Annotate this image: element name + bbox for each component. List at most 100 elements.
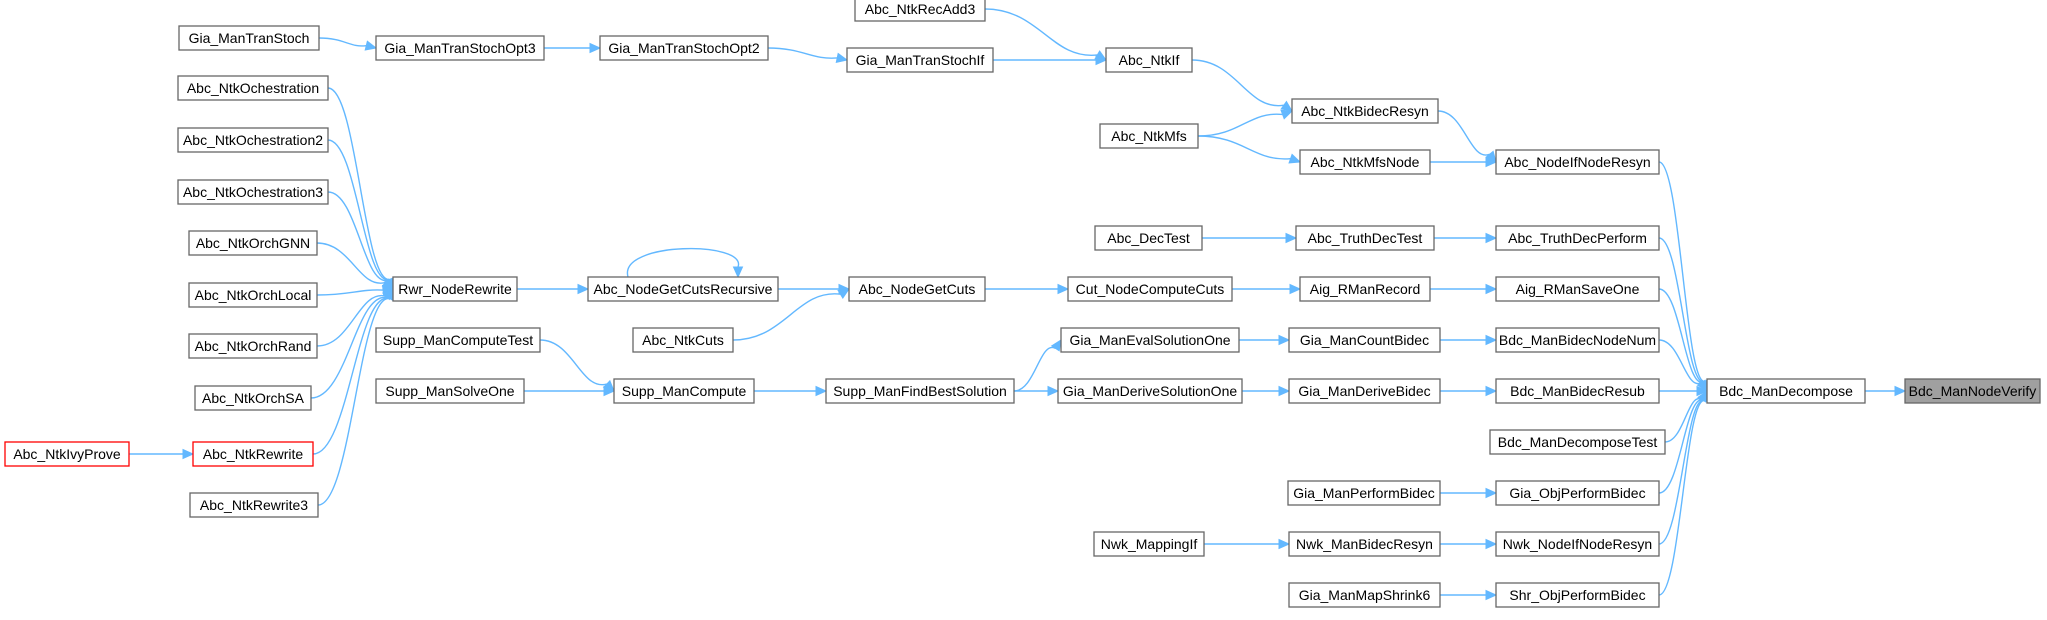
node-supp-mancomputetest[interactable]: Supp_ManComputeTest [375,327,541,353]
node-nwk-nodeifnoderesyn[interactable]: Nwk_NodeIfNodeResyn [1495,531,1660,557]
edge-nwk-manbidecresyn-to-nwk-nodeifnoderesyn [1440,538,1498,550]
edge-arrowhead [1485,232,1498,244]
node-gia-manperformbidec[interactable]: Gia_ManPerformBidec [1287,480,1441,506]
node-label: Gia_ManDeriveSolutionOne [1063,383,1238,399]
node-abc-ntkrecadd3[interactable]: Abc_NtkRecAdd3 [854,0,986,22]
node-nwk-mappingif[interactable]: Nwk_MappingIf [1093,531,1205,557]
edge-line [627,247,739,278]
node-abc-ntkif[interactable]: Abc_NtkIf [1105,47,1193,73]
node-abc-ntkivyprove[interactable]: Abc_NtkIvyProve [4,441,130,467]
node-gia-manderivesolutionone[interactable]: Gia_ManDeriveSolutionOne [1057,378,1243,404]
node-abc-ntkochestration2[interactable]: Abc_NtkOchestration2 [177,127,329,153]
edge-gia-mantranstochopt3-to-gia-mantranstochopt2 [543,42,602,54]
node-label: Supp_ManSolveOne [385,383,514,399]
node-label: Gia_ManCountBidec [1300,332,1429,348]
edge-line [316,289,384,296]
edge-nwk-nodeifnoderesyn-to-bdc-mandecompose [1658,389,1710,545]
node-abc-ntkorchgnn[interactable]: Abc_NtkOrchGNN [188,230,318,256]
node-gia-manmapshrink6[interactable]: Gia_ManMapShrink6 [1288,582,1441,608]
node-label: Supp_ManCompute [622,383,747,399]
node-abc-dectest[interactable]: Abc_DecTest [1094,225,1203,251]
node-supp-mansolveone[interactable]: Supp_ManSolveOne [375,378,525,404]
node-shr-objperformbidec[interactable]: Shr_ObjPerformBidec [1495,582,1660,608]
node-label: Abc_NtkOrchRand [195,338,312,354]
node-label: Abc_DecTest [1107,230,1190,246]
node-abc-truthdecperform[interactable]: Abc_TruthDecPerform [1495,225,1660,251]
edge-line [316,242,386,284]
node-label: Abc_NtkRewrite [203,446,304,462]
node-bdc-mannodeverify[interactable]: Bdc_ManNodeVerify [1904,378,2041,404]
node-abc-ntkochestration[interactable]: Abc_NtkOchestration [177,75,329,101]
node-label: Aig_RManSaveOne [1516,281,1640,297]
node-abc-ntkrewrite[interactable]: Abc_NtkRewrite [192,441,314,467]
node-label: Nwk_NodeIfNodeResyn [1503,536,1652,552]
node-box [1291,98,1439,124]
node-aig-rmanrecord[interactable]: Aig_RManRecord [1299,276,1431,302]
node-label: Aig_RManRecord [1310,281,1421,297]
node-box [1495,480,1660,506]
node-gia-mantranstochopt3[interactable]: Gia_ManTranStochOpt3 [375,35,545,61]
node-abc-nodeifnoderesyn[interactable]: Abc_NodeIfNodeResyn [1495,149,1660,175]
node-box [1067,276,1233,302]
node-box [825,378,1015,404]
edge-arrowhead [1485,538,1498,550]
node-box [854,0,986,22]
node-abc-nodegetcuts[interactable]: Abc_NodeGetCuts [848,276,986,302]
node-bdc-manbidecnodenum[interactable]: Bdc_ManBidecNodeNum [1495,327,1660,353]
node-bdc-mandecomposetest[interactable]: Bdc_ManDecomposeTest [1489,429,1666,455]
node-gia-objperformbidec[interactable]: Gia_ObjPerformBidec [1495,480,1660,506]
node-abc-ntkorchsa[interactable]: Abc_NtkOrchSA [194,385,312,411]
node-abc-ntkbidecresyn[interactable]: Abc_NtkBidecResyn [1291,98,1439,124]
node-label: Abc_NodeGetCutsRecursive [594,281,773,297]
edge-arrowhead [1285,232,1298,244]
node-gia-mantranstochif[interactable]: Gia_ManTranStochIf [846,47,994,73]
node-bdc-mandecompose[interactable]: Bdc_ManDecompose [1706,378,1866,404]
node-rwr-noderewrite[interactable]: Rwr_NodeRewrite [392,276,518,302]
node-gia-mantranstochopt2[interactable]: Gia_ManTranStochOpt2 [599,35,769,61]
node-label: Gia_ObjPerformBidec [1509,485,1645,501]
node-abc-truthdectest[interactable]: Abc_TruthDecTest [1295,225,1435,251]
edge-shr-objperformbidec-to-bdc-mandecompose [1658,389,1711,596]
node-abc-ntkmfs[interactable]: Abc_NtkMfs [1099,123,1199,149]
node-abc-ntkorchrand[interactable]: Abc_NtkOrchRand [188,333,318,359]
edge-abc-dectest-to-abc-truthdectest [1201,232,1298,244]
node-abc-nodegetcutsrecursive[interactable]: Abc_NodeGetCutsRecursive [587,276,779,302]
edge-abc-nodegetcuts-to-cut-nodecomputecuts [985,283,1070,295]
edge-line [327,139,391,281]
node-supp-mancompute[interactable]: Supp_ManCompute [613,378,755,404]
node-box [846,47,994,73]
edge-abc-ntkbidecresyn-to-abc-nodeifnoderesyn [1437,110,1497,163]
edge-line [1658,399,1705,494]
node-abc-ntkcuts[interactable]: Abc_NtkCuts [632,327,734,353]
node-box [613,378,755,404]
edge-arrowhead [182,448,195,460]
node-aig-rmansaveone[interactable]: Aig_RManSaveOne [1495,276,1660,302]
edge-line [318,37,367,47]
node-gia-mantranstoch[interactable]: Gia_ManTranStoch [178,25,320,51]
edge-abc-ntkrecadd3-to-abc-ntkif [984,8,1108,61]
node-supp-manfindbestsolution[interactable]: Supp_ManFindBestSolution [825,378,1015,404]
edge-rwr-noderewrite-to-abc-nodegetcutsrecursive [517,283,590,295]
node-nwk-manbidecresyn[interactable]: Nwk_ManBidecResyn [1288,531,1441,557]
edge-line [1191,59,1284,107]
node-gia-manevalsolutionone[interactable]: Gia_ManEvalSolutionOne [1060,327,1240,353]
edge-layer [128,8,1907,601]
node-gia-manderivebidec[interactable]: Gia_ManDeriveBidec [1288,378,1441,404]
node-bdc-manbidecresub[interactable]: Bdc_ManBidecResub [1495,378,1660,404]
edge-line [1664,397,1703,443]
edge-line [1658,288,1705,383]
node-cut-nodecomputecuts[interactable]: Cut_NodeComputeCuts [1067,276,1233,302]
edge-cut-nodecomputecuts-to-aig-rmanrecord [1232,283,1302,295]
node-gia-mancountbidec[interactable]: Gia_ManCountBidec [1288,327,1441,353]
node-abc-ntkmfsnode[interactable]: Abc_NtkMfsNode [1299,149,1431,175]
node-box [1094,225,1203,251]
node-abc-ntkorchlocal[interactable]: Abc_NtkOrchLocal [188,282,318,308]
node-abc-ntkochestration3[interactable]: Abc_NtkOchestration3 [177,179,329,205]
edge-arrowhead [1696,379,1708,393]
node-abc-ntkrewrite3[interactable]: Abc_NtkRewrite3 [189,492,319,518]
edge-bdc-manbidecnodenum-to-bdc-mandecompose [1658,339,1708,393]
edge-supp-mancomputetest-to-supp-mancompute [539,339,615,392]
node-label: Abc_NodeGetCuts [859,281,976,297]
node-box [392,276,518,302]
edge-arrowhead [1095,54,1108,66]
